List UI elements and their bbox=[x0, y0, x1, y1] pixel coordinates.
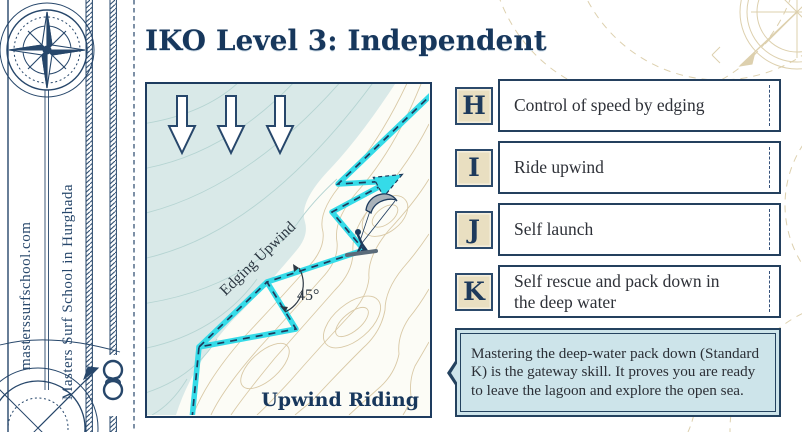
standard-badge-k: K bbox=[455, 272, 493, 311]
corner-compass-icon bbox=[738, 0, 802, 70]
school-name-text: Masters Surf School in Hurghada bbox=[60, 183, 76, 400]
standards-list: H Control of speed by edging I Ride upwi… bbox=[455, 79, 781, 327]
dashed-rule bbox=[769, 85, 770, 126]
upwind-track bbox=[189, 93, 429, 415]
standard-text-i: Ride upwind bbox=[514, 157, 604, 178]
gateway-skill-callout: Mastering the deep-water pack down (Stan… bbox=[447, 328, 781, 417]
tack-angle-annotation bbox=[280, 264, 304, 313]
sidebar-brand-column: masterssurfschool.com Masters Surf Schoo… bbox=[0, 0, 136, 432]
page-title: IKO Level 3: Independent bbox=[145, 24, 547, 57]
angle-label: 45° bbox=[297, 287, 319, 304]
standard-text-j: Self launch bbox=[514, 219, 594, 240]
direction-arrowhead-icon bbox=[372, 173, 404, 198]
standard-text-h: Control of speed by edging bbox=[514, 95, 705, 116]
standard-row-k: K Self rescue and pack down in the deep … bbox=[455, 265, 781, 318]
standard-row-j: J Self launch bbox=[455, 203, 781, 256]
upwind-riding-map: 45° Edging Upwind Upwind Riding bbox=[145, 82, 432, 418]
figure-eight-knot-icon bbox=[102, 359, 124, 401]
mast-line bbox=[44, 90, 49, 390]
standard-badge-j: J bbox=[455, 210, 493, 249]
dashed-rule bbox=[769, 209, 770, 250]
kitesurfer-icon bbox=[345, 193, 398, 257]
standard-text-k: Self rescue and pack down in the deep wa… bbox=[514, 271, 720, 312]
map-caption: Upwind Riding bbox=[261, 389, 419, 411]
compass-rose-icon bbox=[0, 2, 95, 98]
dashed-rule bbox=[769, 147, 770, 188]
standard-badge-h: H bbox=[455, 86, 493, 125]
standard-row-h: H Control of speed by edging bbox=[455, 79, 781, 132]
website-url-text: masterssurfschool.com bbox=[18, 221, 34, 370]
dashed-rule bbox=[769, 271, 770, 312]
callout-text: Mastering the deep-water pack down (Stan… bbox=[471, 345, 760, 399]
wind-arrow-icons bbox=[167, 95, 295, 156]
standard-row-i: I Ride upwind bbox=[455, 141, 781, 194]
nautical-rope-border bbox=[85, 0, 124, 432]
standard-badge-i: I bbox=[455, 148, 493, 187]
